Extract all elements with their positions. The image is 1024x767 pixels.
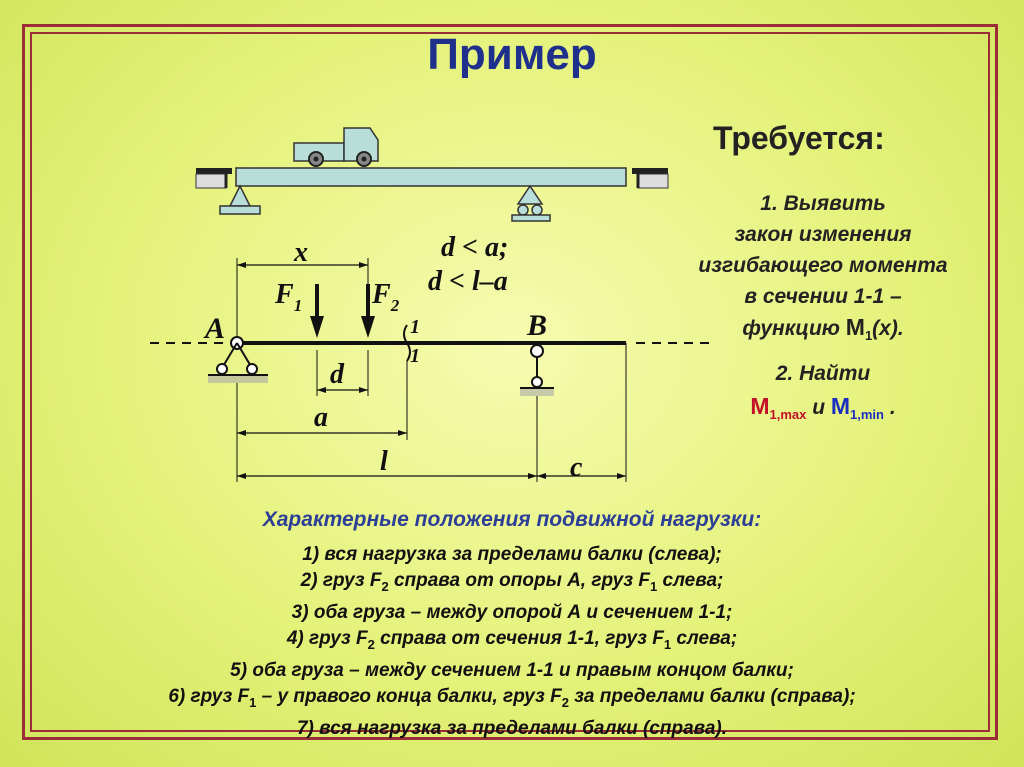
positions-heading: Характерные положения подвижной нагрузки… — [262, 508, 762, 531]
inner-frame — [30, 32, 990, 732]
label-section-bottom: 1 — [410, 345, 420, 367]
label-c: c — [570, 452, 583, 483]
right-abutment — [637, 173, 669, 189]
section-1-1-mark — [403, 324, 411, 362]
bridge-pin-support — [228, 184, 252, 207]
label-a: a — [314, 402, 328, 433]
list-item: 6) груз F1 – у правого конца балки, груз… — [168, 686, 856, 710]
task-1-function: функцию M1(x). — [742, 314, 904, 343]
right-abutment-top — [632, 168, 668, 174]
beam-scheme: x F1 F2 A B 1 1 d a l c d < a; d < l–a — [150, 232, 712, 483]
support-A — [208, 336, 268, 383]
label-F1: F1 — [274, 279, 302, 315]
support-B — [520, 344, 554, 396]
list-item: 4) груз F2 справа от сечения 1-1, груз F… — [286, 628, 738, 652]
label-section-top: 1 — [410, 316, 420, 338]
left-abutment-top — [196, 168, 232, 174]
label-A: A — [203, 312, 225, 345]
label-l: l — [380, 446, 388, 477]
left-abutment — [195, 173, 227, 189]
required-heading: Требуется: — [713, 120, 885, 156]
positions-list: 1) вся нагрузка за пределами балки (слев… — [0, 542, 1024, 742]
condition-2: d < l–a — [428, 266, 508, 297]
list-item: 5) оба груза – между сечением 1-1 и прав… — [230, 660, 794, 681]
truck-icon — [293, 127, 379, 167]
list-item: 2) груз F2 справа от опоры А, груз F1 сл… — [300, 570, 724, 594]
bridge-illustration — [195, 127, 669, 222]
slide-title: Пример — [427, 30, 597, 79]
task-1: 1. Выявить закон изменения изгибающего м… — [668, 188, 978, 351]
outer-frame — [22, 24, 998, 740]
list-item: 7) вся нагрузка за пределами балки (спра… — [296, 718, 728, 739]
force-F2-arrow — [361, 284, 375, 338]
list-item: 3) оба груза – между опорой А и сечением… — [291, 602, 733, 623]
list-item: 1) вся нагрузка за пределами балки (слев… — [302, 544, 722, 565]
force-F1-arrow — [310, 284, 324, 338]
label-x: x — [293, 237, 308, 268]
label-B: B — [526, 309, 547, 342]
bridge-roller-support — [516, 184, 544, 205]
task-2: 2. Найти M1,max и M1,min . — [750, 362, 896, 422]
label-d: d — [330, 359, 345, 390]
bridge-beam — [235, 167, 627, 187]
condition-1: d < a; — [441, 232, 508, 263]
label-F2: F2 — [371, 279, 400, 315]
